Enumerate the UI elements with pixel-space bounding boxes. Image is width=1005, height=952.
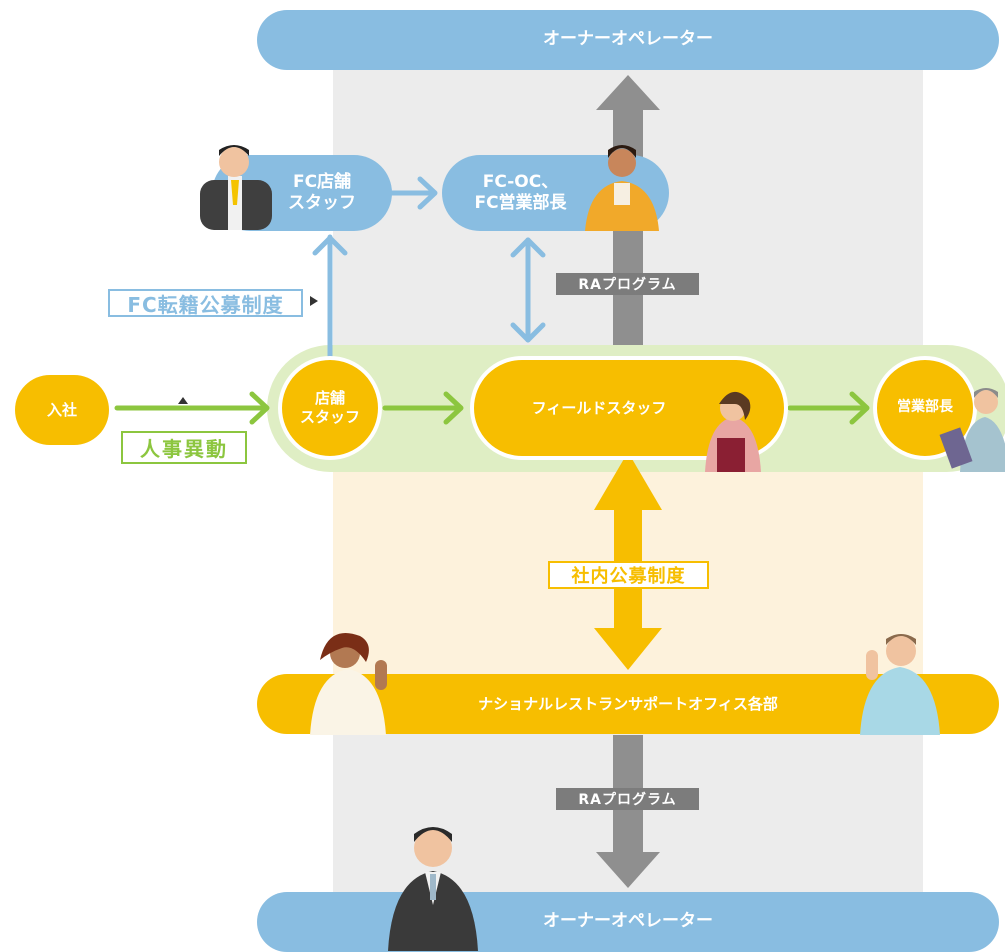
fc-crew-person-illustration xyxy=(200,145,272,230)
ra-program-label-bottom: RAプログラム xyxy=(556,788,699,810)
waving-woman-illustration xyxy=(310,633,387,735)
oc-field-double-arrow xyxy=(510,237,546,343)
owner-operator-top-label: オーナーオペレーター xyxy=(543,29,713,50)
store-to-fc-arrow xyxy=(312,234,348,359)
owner-operator-man-illustration xyxy=(388,827,478,951)
sales-manager-label: 営業部長 xyxy=(897,399,953,416)
store-to-field-arrow xyxy=(382,391,464,425)
national-support-label: ナショナルレストランサポートオフィス各部 xyxy=(478,694,778,713)
personnel-transfer-label: 人事異動 xyxy=(121,431,247,464)
fc-transfer-label-text: FC転籍公募制度 xyxy=(127,292,284,317)
fc-store-staff-line2: スタッフ xyxy=(288,193,356,213)
owner-operator-top: オーナーオペレーター xyxy=(257,10,999,70)
store-staff-node: 店舗 スタッフ xyxy=(278,356,382,460)
fc-staff-to-oc-arrow xyxy=(389,176,438,210)
waving-man-illustration xyxy=(860,634,940,735)
join-node-label: 入社 xyxy=(46,400,77,419)
join-node: 入社 xyxy=(15,375,109,445)
store-staff-line2: スタッフ xyxy=(299,408,360,426)
fc-transfer-marker xyxy=(310,296,318,306)
ra-program-label-top: RAプログラム xyxy=(556,273,699,295)
field-staff-label: フィールドスタッフ xyxy=(531,398,667,417)
fc-transfer-label: FC転籍公募制度 xyxy=(108,289,303,317)
owner-operator-bottom-label: オーナーオペレーター xyxy=(543,911,713,932)
field-to-manager-arrow xyxy=(787,391,870,425)
ra-program-label-top-text: RAプログラム xyxy=(578,277,677,293)
fc-oc-line1: FC-OC、 xyxy=(482,171,559,192)
field-staff-woman-illustration xyxy=(705,391,761,472)
internal-recruit-label-text: 社内公募制度 xyxy=(571,566,686,587)
fc-oc-person-illustration xyxy=(585,145,659,231)
internal-recruit-label: 社内公募制度 xyxy=(548,561,709,589)
join-to-store-arrow xyxy=(114,391,270,425)
fc-store-staff-line1: FC店舗 xyxy=(292,171,352,192)
owner-operator-bottom: オーナーオペレーター xyxy=(257,892,999,952)
store-staff-line1: 店舗 xyxy=(314,389,345,408)
fc-oc-line2: FC営業部長 xyxy=(474,193,567,213)
sales-manager-man-illustration xyxy=(939,388,1005,472)
personnel-transfer-marker xyxy=(178,397,188,404)
personnel-transfer-label-text: 人事異動 xyxy=(140,437,228,461)
ra-program-label-bottom-text: RAプログラム xyxy=(578,792,677,808)
